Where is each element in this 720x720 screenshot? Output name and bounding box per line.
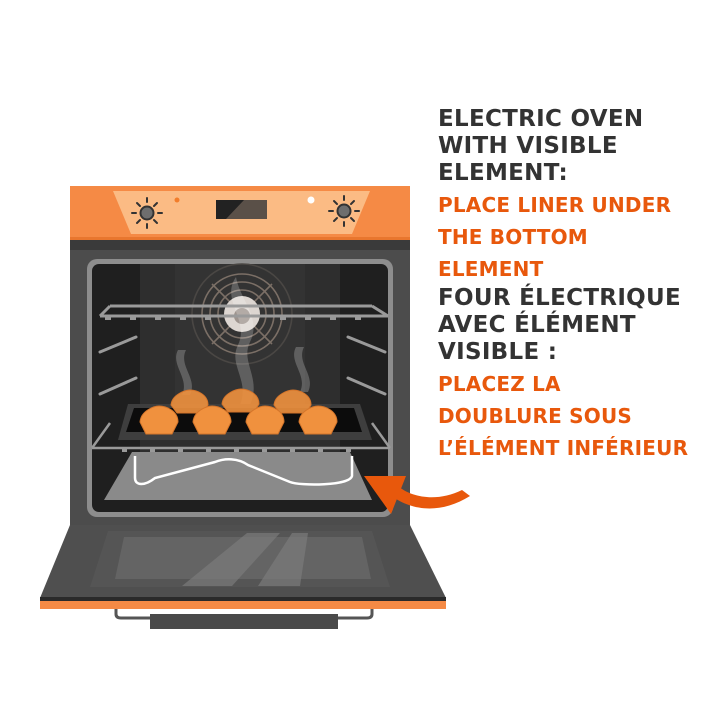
lower-rack: [90, 422, 392, 450]
english-heading-line: ELEMENT:: [438, 160, 568, 186]
english-instruction-line: ELEMENT: [438, 257, 544, 281]
french-section: FOUR ÉLECTRIQUE AVEC ÉLÉMENT VISIBLE : P…: [438, 285, 720, 464]
oven-liner: [104, 452, 372, 500]
french-heading-line: AVEC ÉLÉMENT: [438, 312, 636, 338]
display-screen: [216, 200, 267, 219]
indicator-light-icon: [307, 196, 315, 204]
pointer-arrow-icon: [364, 476, 470, 514]
french-instruction-line: DOUBLURE SOUS: [438, 404, 633, 428]
control-panel: [70, 186, 410, 240]
english-instruction-line: PLACE LINER UNDER: [438, 193, 672, 217]
heating-element-icon: [133, 456, 354, 486]
convection-fan-icon: [191, 263, 293, 365]
oven-door: [40, 525, 446, 629]
english-instruction-line: THE BOTTOM: [438, 225, 588, 249]
french-instruction-line: L’ÉLÉMENT INFÉRIEUR: [438, 436, 689, 460]
english-heading-line: WITH VISIBLE: [438, 133, 618, 159]
french-instruction-line: PLACEZ LA: [438, 372, 561, 396]
french-heading-line: FOUR ÉLECTRIQUE: [438, 285, 682, 311]
muffins: [139, 388, 338, 435]
indicator-light-icon: [174, 197, 180, 203]
english-section: ELECTRIC OVEN WITH VISIBLE ELEMENT: PLAC…: [438, 106, 720, 285]
left-knob-icon: [131, 197, 163, 229]
french-heading-line: VISIBLE :: [438, 339, 558, 365]
rack-rails: [98, 335, 387, 396]
instructions-text: ELECTRIC OVEN WITH VISIBLE ELEMENT: PLAC…: [438, 106, 720, 464]
right-knob-icon: [328, 195, 360, 227]
upper-rack: [98, 304, 389, 318]
oven-body: [70, 240, 410, 525]
steam-icon: [176, 277, 310, 405]
english-heading-line: ELECTRIC OVEN: [438, 106, 644, 132]
